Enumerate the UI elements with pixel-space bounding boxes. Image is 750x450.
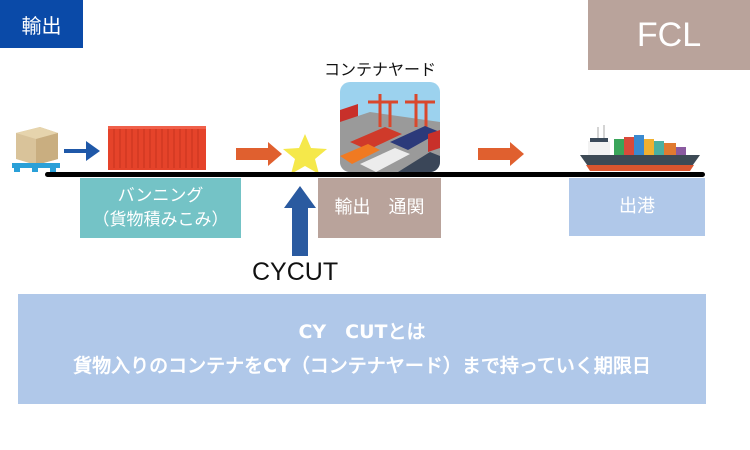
vanning-label: バンニング — [117, 186, 204, 206]
export-badge: 輸出 — [0, 0, 83, 48]
departure-box: 出港 — [569, 178, 705, 236]
container-yard-label: コンテナヤード — [323, 60, 436, 79]
fcl-badge: FCL — [588, 0, 750, 70]
definition-text: 貨物入りのコンテナをCY（コンテナヤード）まで持っていく期限日 — [73, 355, 651, 377]
timeline-line — [45, 172, 705, 177]
cycut-label: CYCUT — [252, 258, 339, 286]
vanning-sublabel: （貨物積みこみ） — [92, 210, 229, 230]
cargo-box-on-pallet-icon — [12, 127, 60, 172]
star-icon — [283, 134, 327, 174]
cycut-definition-box: CY CUTとは 貨物入りのコンテナをCY（コンテナヤード）まで持っていく期限日 — [18, 294, 706, 404]
vanning-box: バンニング （貨物積みこみ） — [80, 178, 241, 238]
container-ship-icon — [580, 125, 700, 171]
flow-arrow-orange-icon — [236, 142, 282, 166]
export-customs-box: 輸出 通関 — [318, 178, 441, 238]
flow-arrow-orange-icon — [478, 142, 524, 166]
shipping-container-icon — [108, 126, 206, 170]
container-yard-icon — [340, 82, 440, 172]
definition-title: CY CUTとは — [298, 321, 426, 343]
cycut-up-arrow-icon — [284, 186, 316, 256]
flow-arrow-blue-icon — [64, 141, 100, 161]
